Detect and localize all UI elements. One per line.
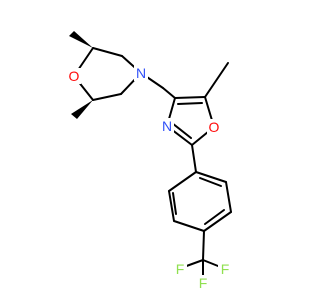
bond-ch2-oxazole-c4 [162,87,176,99]
atom-labels: O N N O F F F [67,65,232,291]
bond-ar3-ar4 [203,211,232,232]
atom-label-oxazole-n: N [162,118,172,134]
bond-c2-n-double [171,122,192,139]
bond-ar6-ar1 [168,171,197,192]
atom-label-f-middle: F [199,275,208,291]
wedge-bond-methyl-top [69,31,93,48]
bond-ar4-ar5 [173,220,205,232]
bond-ar4-cf3 [202,230,205,261]
trifluoromethyl-group [180,230,224,280]
atom-label-oxazole-o: O [209,119,220,135]
phenyl-ring [168,144,232,232]
atom-oxazole-nitrogen: N [160,118,174,134]
atom-fluorine-middle: F [196,275,210,291]
atom-label-morpholine-n: N [136,65,146,81]
bond-aromatic-inner-3 [172,192,177,215]
atom-morpholine-oxygen: O [67,68,81,84]
bond-aromatic-inner-1 [199,177,222,187]
molecule-diagram: O N N O F F F [67,31,232,291]
bond-ar1-ar2 [195,171,227,183]
bond-c5-c6 [92,93,122,101]
bond-aromatic-inner-2 [204,209,225,225]
atom-fluorine-right: F [218,261,232,277]
atom-morpholine-nitrogen: N [134,65,148,81]
atom-label-f-left: F [176,261,185,277]
atom-label-f-right: F [221,261,230,277]
bond-c4-c5-double [177,102,203,105]
bond-c5-methyl [204,62,229,98]
bond-ar2-ar3 [225,181,232,213]
structure-drawing: O N N O F F F [67,31,232,291]
wedge-bond-methyl-bottom [71,100,93,119]
atom-oxazole-oxygen: O [207,119,221,135]
bond-c2-c3 [92,47,123,57]
bond-oxazole-phenyl [191,144,197,173]
atom-fluorine-left: F [173,261,187,277]
atom-label-morpholine-o: O [69,68,80,84]
bond-c4-c5 [174,96,206,99]
bond-ar5-ar6 [168,190,175,222]
